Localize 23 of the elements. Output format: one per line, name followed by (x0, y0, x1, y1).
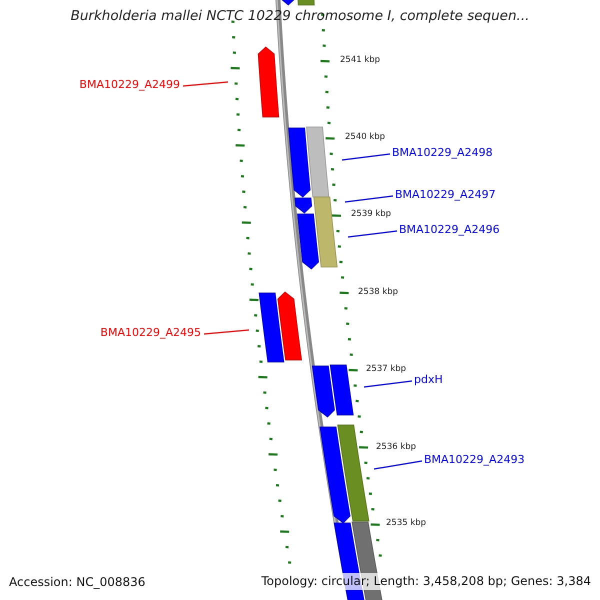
gene-label: BMA10229_A2499 (79, 79, 180, 90)
leader-line (342, 153, 390, 161)
gene-label: BMA10229_A2496 (399, 224, 500, 235)
leader-line (348, 230, 398, 238)
gene-label: BMA10229_A2493 (424, 454, 525, 465)
leader-line (204, 329, 250, 335)
gene-label: BMA10229_A2498 (392, 147, 493, 158)
leader-line (344, 195, 394, 203)
position-label: 2538 kbp (358, 288, 398, 296)
position-label: 2535 kbp (386, 519, 426, 528)
position-label: 2537 kbp (366, 365, 406, 374)
position-label: 2540 kbp (345, 133, 386, 142)
leader-line (182, 81, 228, 87)
title: Burkholderia mallei NCTC 10229 chromosome I, complete sequen... (70, 10, 530, 24)
gene-label: BMA10229_A2497 (395, 189, 496, 200)
leader-line (374, 460, 422, 470)
gene-label: pdxH (414, 374, 443, 385)
position-label: 2541 kbp (340, 56, 380, 64)
leader-line (364, 380, 412, 388)
position-label: 2539 kbp (351, 210, 392, 218)
position-label: 2536 kbp (376, 443, 416, 452)
gene-label: BMA10229_A2495 (100, 327, 201, 338)
accession-text: Accession: NC_008836 (9, 576, 146, 588)
